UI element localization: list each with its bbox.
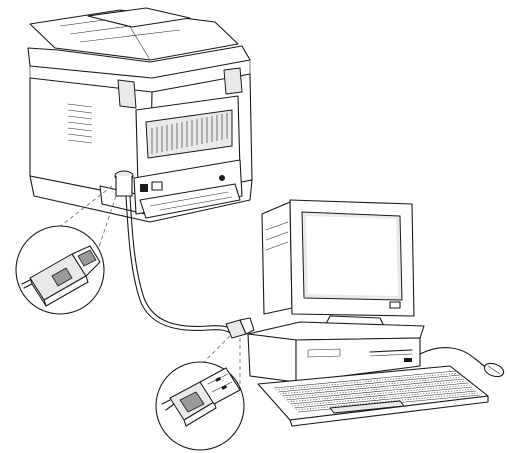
computer-monitor (262, 200, 414, 340)
printer-illustration (28, 8, 252, 222)
usb-a-connector-inset (156, 362, 244, 450)
usb-b-connector-inset (16, 226, 104, 314)
